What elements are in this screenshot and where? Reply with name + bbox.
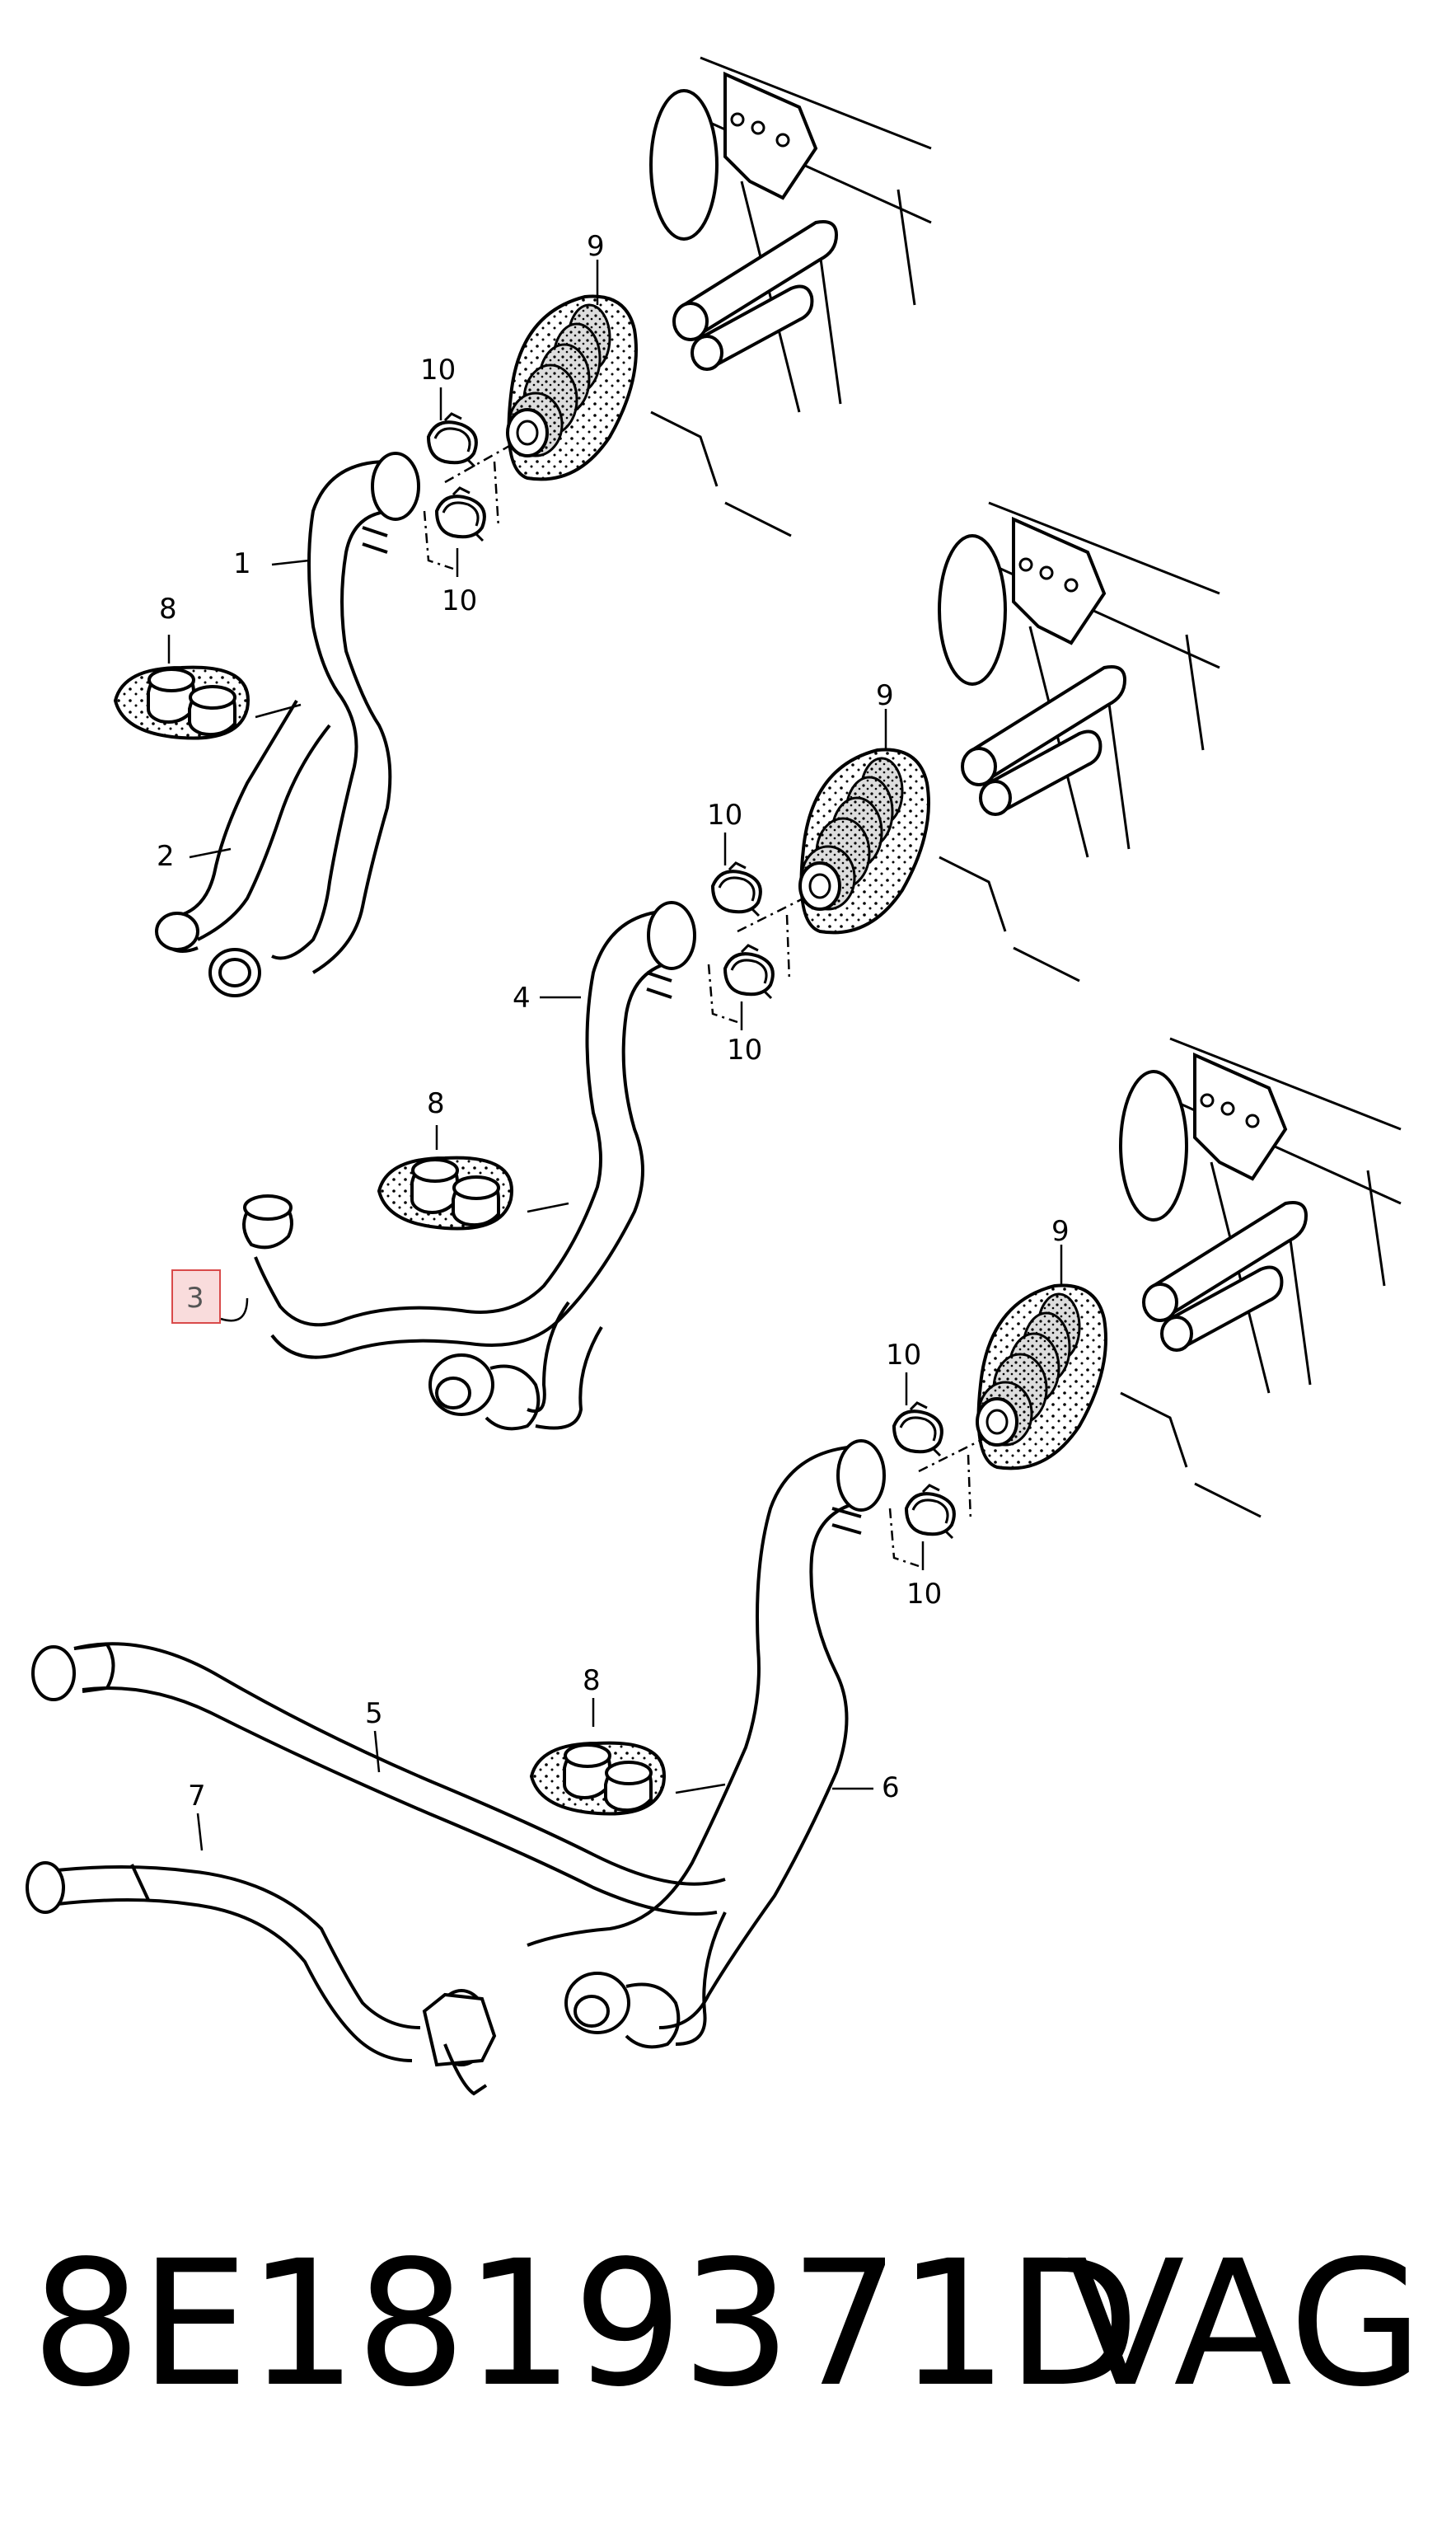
label-9-bottom: 9 bbox=[1051, 1215, 1070, 1248]
part-number: 8E1819371D bbox=[31, 2223, 1140, 2425]
heater-core-assembly-bottom bbox=[1119, 1037, 1402, 1518]
clip-10-top-upper bbox=[427, 412, 478, 468]
label-8-bottom: 8 bbox=[583, 1664, 601, 1697]
label-10-top-lower: 10 bbox=[442, 584, 477, 617]
top-group: 9 10 10 1 2 8 bbox=[114, 56, 933, 997]
clip-10-top-lower bbox=[435, 486, 486, 542]
clip-10-bottom-upper bbox=[892, 1401, 943, 1457]
seal-9-bottom bbox=[976, 1283, 1107, 1470]
label-10-middle-lower: 10 bbox=[727, 1034, 762, 1067]
seal-9-top bbox=[506, 294, 638, 481]
heater-core-assembly-middle bbox=[938, 501, 1221, 983]
grommet-8-bottom bbox=[530, 1741, 666, 1816]
label-9-middle: 9 bbox=[876, 679, 894, 712]
label-8-middle: 8 bbox=[427, 1087, 445, 1120]
middle-group: 9 10 10 4 8 3 bbox=[171, 501, 1221, 1431]
label-10-bottom-upper: 10 bbox=[886, 1339, 921, 1372]
grommet-8-top bbox=[114, 665, 250, 740]
label-1: 1 bbox=[233, 547, 251, 580]
grommet-8-middle bbox=[377, 1156, 513, 1231]
label-7: 7 bbox=[188, 1780, 206, 1813]
clip-10-middle-lower bbox=[723, 944, 775, 1000]
clip-10-bottom-lower bbox=[905, 1484, 956, 1540]
label-10-top-upper: 10 bbox=[420, 354, 456, 387]
label-2: 2 bbox=[157, 840, 175, 873]
label-10-bottom-lower: 10 bbox=[906, 1578, 942, 1611]
brand-name: VAG bbox=[1066, 2223, 1423, 2425]
clip-10-middle-upper bbox=[711, 861, 762, 917]
heater-core-assembly-top bbox=[649, 56, 933, 537]
hose-3-4-middle bbox=[242, 901, 696, 1431]
highlight-box-3 bbox=[171, 1269, 221, 1324]
label-3: 3 bbox=[186, 1282, 204, 1315]
hose-5-6-7-bottom bbox=[26, 1439, 886, 2096]
label-4: 4 bbox=[513, 982, 531, 1015]
label-5: 5 bbox=[365, 1697, 383, 1730]
label-6: 6 bbox=[882, 1771, 900, 1804]
label-10-middle-upper: 10 bbox=[707, 799, 742, 832]
label-9-top: 9 bbox=[587, 230, 605, 263]
hose-1-2-top bbox=[155, 452, 420, 997]
label-8-top: 8 bbox=[159, 593, 177, 626]
seal-9-middle bbox=[798, 748, 930, 935]
bottom-group: 9 10 10 6 8 5 7 bbox=[26, 1037, 1402, 2096]
